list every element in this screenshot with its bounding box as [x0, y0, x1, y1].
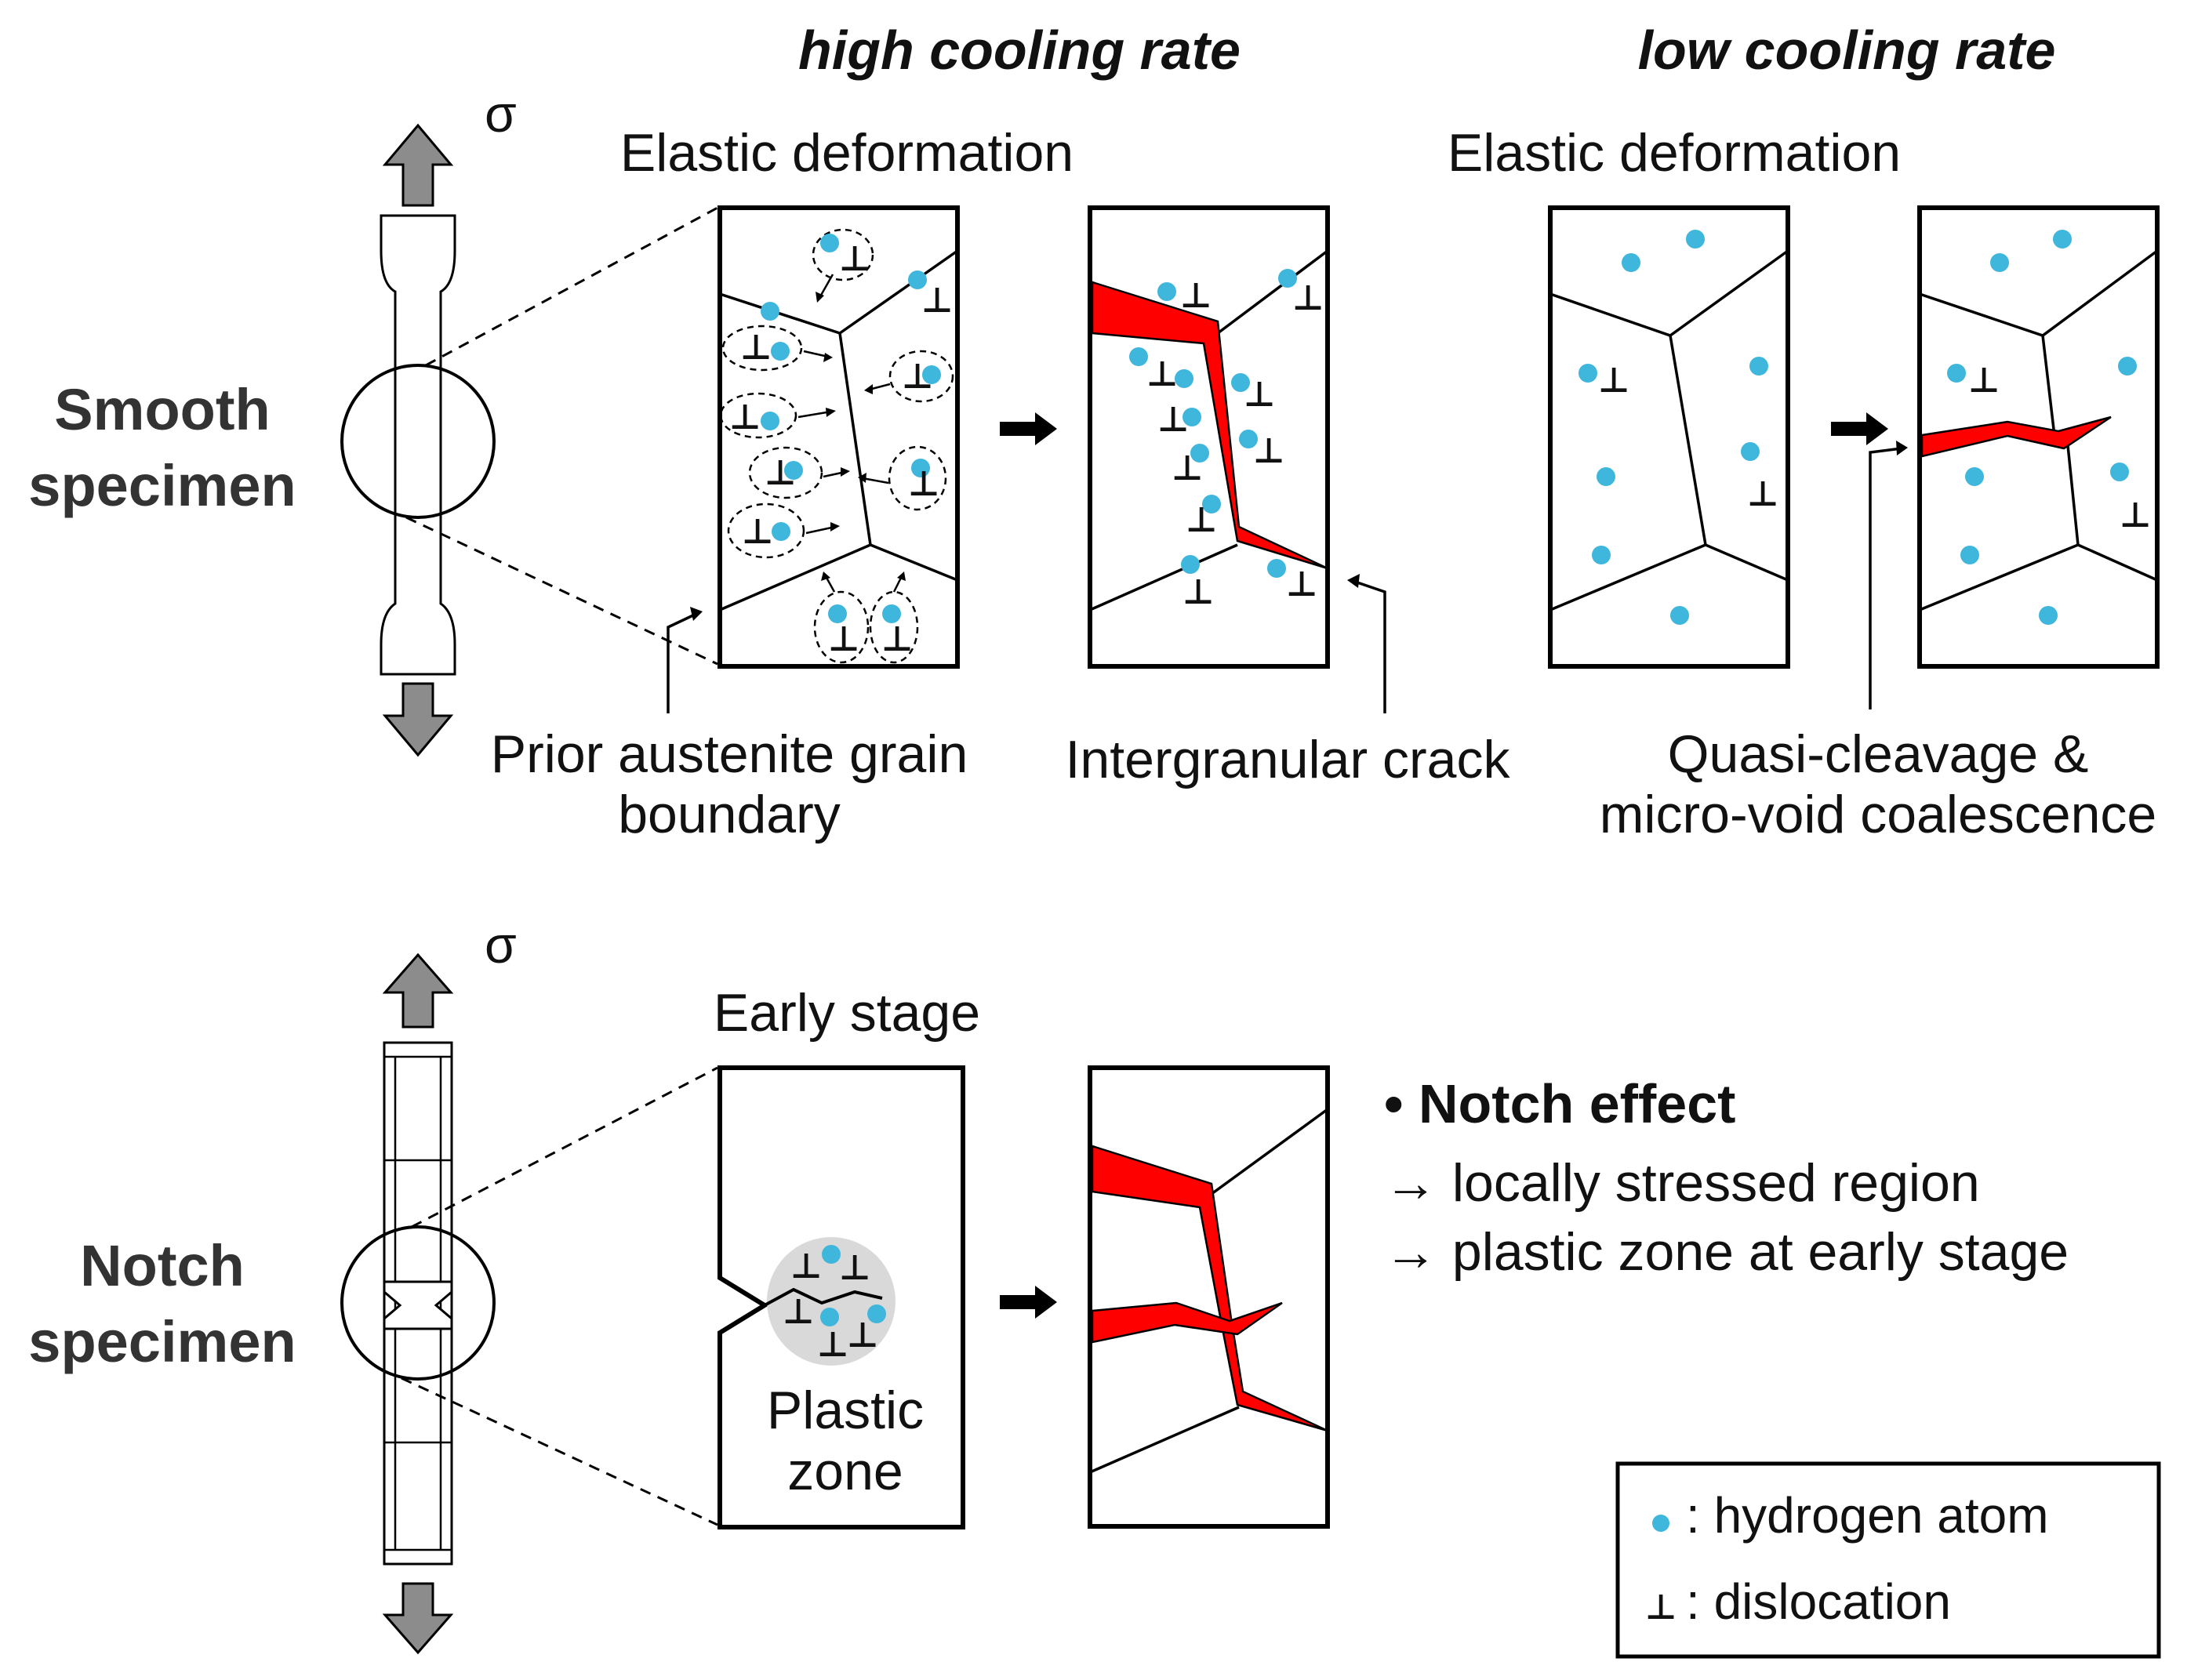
legend-dislocation: : dislocation [1686, 1573, 1951, 1630]
dislocations: ⊥ ⊥ ⊥ ⊥ ⊥ ⊥ ⊥ ⊥ ⊥ ⊥ [729, 240, 953, 659]
svg-text:⊥: ⊥ [921, 281, 953, 320]
hydrogen-atoms [761, 234, 941, 623]
svg-text:⊥: ⊥ [1157, 401, 1189, 439]
smooth-specimen-outline [380, 214, 456, 676]
svg-text:⊥: ⊥ [839, 1249, 870, 1287]
notch-specimen-drawing [340, 952, 718, 1655]
svg-text:⊥: ⊥ [1172, 449, 1203, 488]
svg-text:⊥: ⊥ [2120, 496, 2151, 535]
svg-text:⊥: ⊥ [765, 454, 796, 492]
svg-text:⊥: ⊥ [1146, 355, 1178, 394]
panel-low-elastic: ⊥ ⊥ [1548, 205, 1790, 669]
secondary-crack [1091, 1301, 1283, 1344]
grain-boundary [719, 543, 958, 611]
zoom-line-top [425, 206, 718, 367]
svg-text:⊥: ⊥ [783, 1293, 814, 1331]
grain-boundary [1089, 543, 1238, 611]
svg-text:⊥: ⊥ [881, 620, 913, 659]
stress-arrow-down-icon [382, 682, 454, 757]
diffusion-arrows [797, 274, 903, 593]
svg-text:⊥: ⊥ [1244, 376, 1275, 414]
svg-text:⊥: ⊥ [1286, 565, 1317, 604]
hydrogen-atom-icon [1652, 1515, 1669, 1532]
svg-text:⊥: ⊥ [847, 1316, 878, 1355]
label-plastic-zone-2: zone [787, 1442, 903, 1501]
svg-text:⊥: ⊥ [902, 357, 933, 396]
svg-text:⊥: ⊥ [1253, 432, 1284, 470]
label-pagb-1: Prior austenite grain [491, 724, 968, 784]
notch-effect-item-2: → plastic zone at early stage [1384, 1222, 2069, 1282]
svg-text:⊥: ⊥ [839, 240, 870, 278]
header-low-cooling-rate: low cooling rate [1638, 20, 2056, 81]
svg-text:⊥: ⊥ [1292, 279, 1324, 317]
smooth-magnifier-circle [340, 364, 496, 519]
stress-arrow-up-icon [382, 123, 454, 207]
dislocation-icon: ⊥ [1645, 1588, 1677, 1627]
svg-text:⊥: ⊥ [908, 465, 939, 503]
sigma-label-top: σ [485, 85, 517, 143]
label-elastic-deformation-high: Elastic deformation [620, 123, 1074, 183]
panel-intergranular-crack: ⊥ ⊥ ⊥ ⊥ ⊥ ⊥ ⊥ ⊥ ⊥ ⊥ [1088, 205, 1330, 669]
grain-boundary [838, 332, 872, 546]
svg-text:⊥: ⊥ [1180, 277, 1212, 315]
panel-notch-crack [1088, 1065, 1330, 1529]
sigma-label-bottom: σ [485, 916, 517, 974]
notch-effect-title: • Notch effect [1384, 1073, 1735, 1134]
stress-arrow-down-icon [382, 1582, 454, 1655]
header-high-cooling-rate: high cooling rate [798, 20, 1241, 81]
notch-effect-item-1: → locally stressed region [1384, 1153, 1980, 1213]
label-intergranular-crack: Intergranular crack [1066, 730, 1511, 789]
svg-text:⊥: ⊥ [742, 513, 773, 551]
smooth-specimen-label-2: specimen [28, 453, 296, 518]
svg-text:⊥: ⊥ [1747, 475, 1778, 513]
legend-hydrogen: : hydrogen atom [1686, 1487, 2049, 1544]
svg-text:⊥: ⊥ [790, 1247, 822, 1286]
svg-text:⊥: ⊥ [817, 1326, 848, 1364]
stress-arrow-up-icon [382, 952, 454, 1029]
panel-quasi-cleavage: ⊥ ⊥ [1917, 205, 2160, 669]
label-early-stage: Early stage [714, 983, 980, 1043]
process-arrow-icon [1000, 1286, 1057, 1319]
panel-high-elastic: ⊥ ⊥ ⊥ ⊥ ⊥ ⊥ ⊥ ⊥ ⊥ ⊥ [717, 205, 960, 669]
legend: : hydrogen atom ⊥ : dislocation [1615, 1461, 2161, 1659]
smooth-specimen-drawing [340, 123, 718, 757]
label-elastic-deformation-low: Elastic deformation [1448, 123, 1901, 183]
label-quasi-cleavage-2: micro-void coalescence [1600, 785, 2157, 844]
intergranular-crack [1091, 1145, 1328, 1432]
svg-text:⊥: ⊥ [1968, 361, 2000, 400]
label-quasi-cleavage-1: Quasi-cleavage & [1668, 724, 2089, 784]
svg-text:⊥: ⊥ [740, 328, 772, 367]
process-arrow-icon [1831, 412, 1888, 445]
panel-early-stage: ⊥ ⊥ ⊥ ⊥ ⊥ Plastic zone [717, 1065, 965, 1529]
label-plastic-zone-1: Plastic [767, 1381, 924, 1440]
svg-text:⊥: ⊥ [828, 620, 859, 659]
smooth-specimen-label-1: Smooth [54, 377, 270, 442]
quasi-cleavage-crack [1920, 415, 2112, 458]
svg-text:⊥: ⊥ [1598, 361, 1629, 400]
svg-text:⊥: ⊥ [1183, 573, 1214, 611]
notch-specimen-label-2: specimen [28, 1309, 296, 1374]
zoom-line-bottom [405, 516, 718, 666]
process-arrow-icon [1000, 412, 1057, 445]
grain-boundary [1216, 249, 1329, 335]
svg-text:⊥: ⊥ [1186, 501, 1217, 539]
svg-text:⊥: ⊥ [729, 398, 761, 437]
label-pagb-2: boundary [618, 785, 841, 844]
callout-lines [667, 441, 1908, 713]
notch-specimen-label-1: Notch [80, 1233, 245, 1298]
intergranular-crack [1091, 281, 1328, 570]
